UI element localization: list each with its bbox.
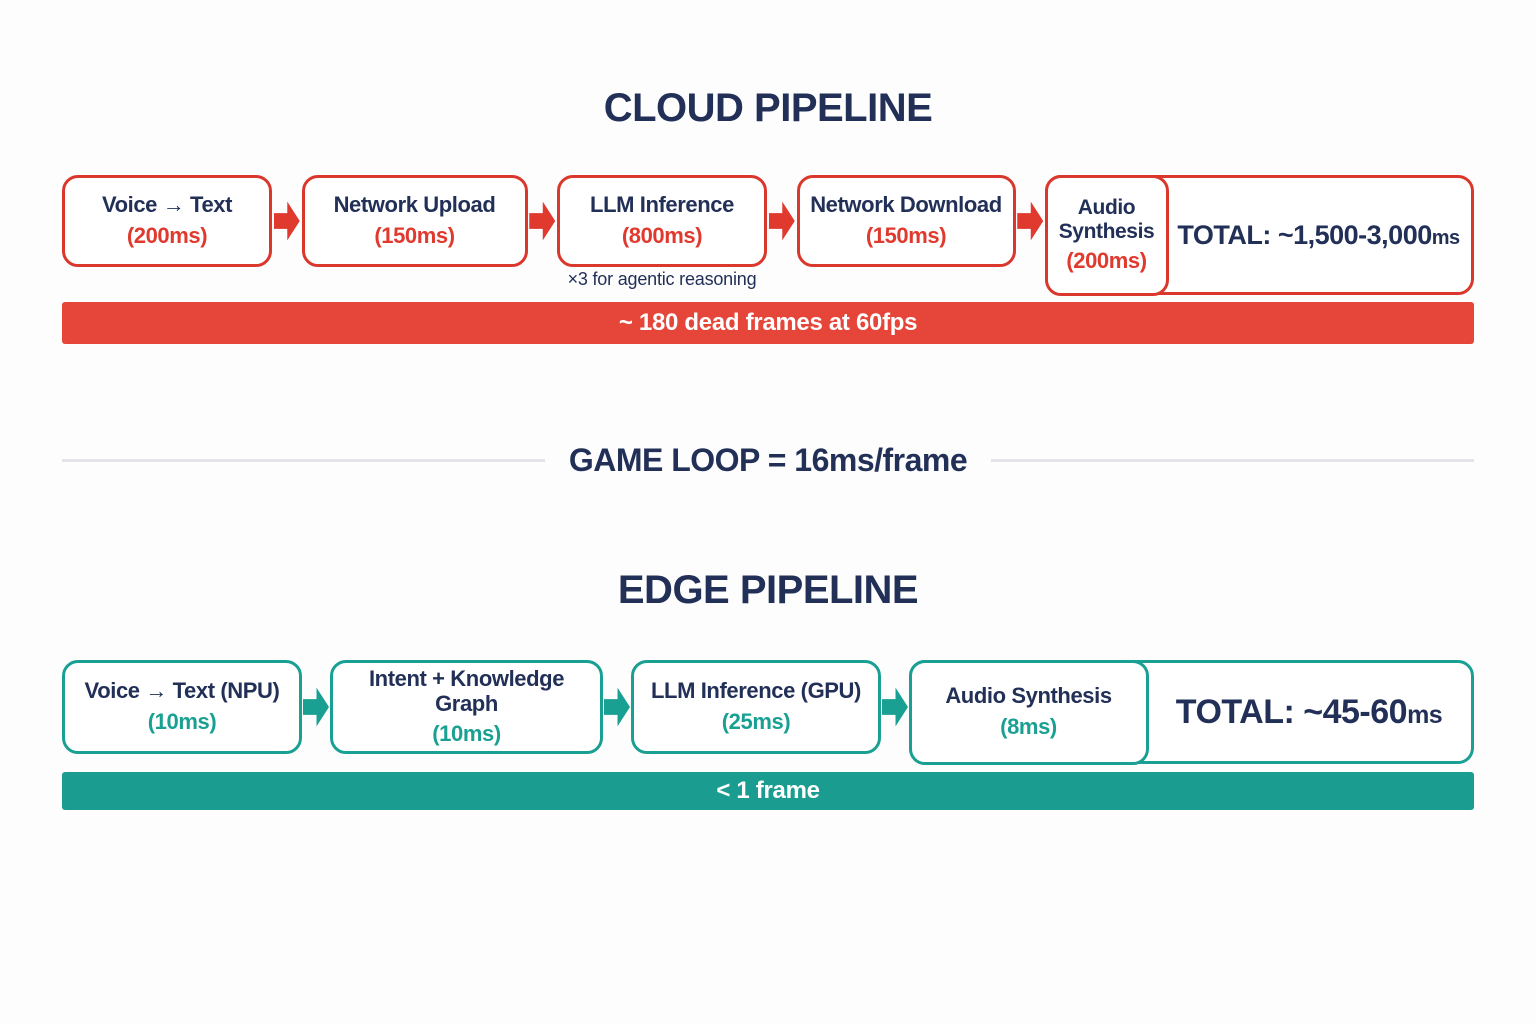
step-latency: (800ms)	[621, 222, 703, 248]
arrow-right-icon	[604, 687, 630, 727]
arrow-right-icon	[1017, 201, 1044, 241]
step-label: Voice → Text	[101, 192, 233, 218]
step-latency: (200ms)	[1066, 248, 1147, 274]
step-label: LLM Inference (GPU)	[651, 678, 861, 704]
step-label: Network Upload	[333, 192, 496, 218]
arrow-right-icon	[882, 687, 908, 727]
edge-total-group: Audio Synthesis (8ms) TOTAL: ~45-60ms	[908, 659, 1474, 765]
cloud-total-group: Audio Synthesis (200ms) TOTAL: ~1,500-3,…	[1044, 174, 1474, 296]
step-latency: (150ms)	[374, 222, 455, 248]
step-latency: (150ms)	[865, 222, 947, 248]
agentic-reasoning-note: ×3 for agentic reasoning	[567, 269, 757, 289]
game-loop-label: GAME LOOP = 16ms/frame	[568, 442, 968, 478]
cloud-dead-frames-banner: ~ 180 dead frames at 60fps	[62, 302, 1474, 344]
step-label: Network Download	[810, 192, 1002, 218]
cloud-pipeline-title: CLOUD PIPELINE	[603, 86, 933, 130]
arrow-right-icon	[768, 201, 795, 241]
divider-line-left	[62, 459, 545, 462]
step-latency: (25ms)	[721, 708, 791, 734]
arrow-right-icon	[303, 687, 329, 727]
game-loop-divider: GAME LOOP = 16ms/frame	[62, 442, 1474, 479]
cloud-pipeline-row: Voice → Text (200ms) Network Upload (150…	[62, 174, 1474, 296]
total-value: TOTAL: ~45-60	[1175, 692, 1408, 731]
cloud-total-latency: TOTAL: ~1,500-3,000ms	[1048, 220, 1471, 251]
divider-line-right	[991, 459, 1474, 462]
edge-step-intent-knowledge-graph: Intent + Knowledge Graph (10ms)	[330, 660, 603, 754]
step-label: Audio Synthesis	[1058, 195, 1155, 243]
total-unit: ms	[1407, 700, 1443, 729]
edge-step-voice-to-text-npu: Voice → Text (NPU) (10ms)	[62, 660, 302, 754]
total-unit: ms	[1431, 226, 1460, 249]
edge-pipeline-row: Voice → Text (NPU) (10ms) Intent + Knowl…	[62, 659, 1474, 765]
edge-step-llm-inference-gpu: LLM Inference (GPU) (25ms)	[631, 660, 881, 754]
cloud-step-llm-inference: LLM Inference (800ms) ×3 for agentic rea…	[557, 175, 767, 289]
cloud-step-network-upload: Network Upload (150ms)	[301, 175, 528, 267]
cloud-step-audio-synthesis: Audio Synthesis (200ms)	[1044, 174, 1169, 296]
step-label: Voice → Text (NPU)	[84, 678, 280, 704]
edge-step-audio-synthesis: Audio Synthesis (8ms)	[908, 659, 1149, 765]
step-latency: (8ms)	[1000, 713, 1057, 739]
edge-total-latency: TOTAL: ~45-60ms	[912, 693, 1471, 732]
arrow-right-icon	[273, 201, 300, 241]
edge-frame-banner: < 1 frame	[62, 772, 1474, 810]
step-latency: (10ms)	[147, 708, 217, 734]
step-label: Intent + Knowledge Graph	[368, 665, 565, 716]
arrow-right-icon	[529, 201, 556, 241]
step-latency: (200ms)	[126, 222, 208, 248]
total-value: TOTAL: ~1,500-3,000	[1177, 219, 1432, 250]
cloud-step-network-download: Network Download (150ms)	[796, 175, 1016, 267]
cloud-step-voice-to-text: Voice → Text (200ms)	[62, 175, 272, 267]
step-label: Audio Synthesis	[945, 683, 1112, 709]
step-label: LLM Inference	[590, 192, 734, 218]
step-latency: (10ms)	[432, 721, 501, 747]
edge-pipeline-title: EDGE PIPELINE	[617, 568, 919, 612]
